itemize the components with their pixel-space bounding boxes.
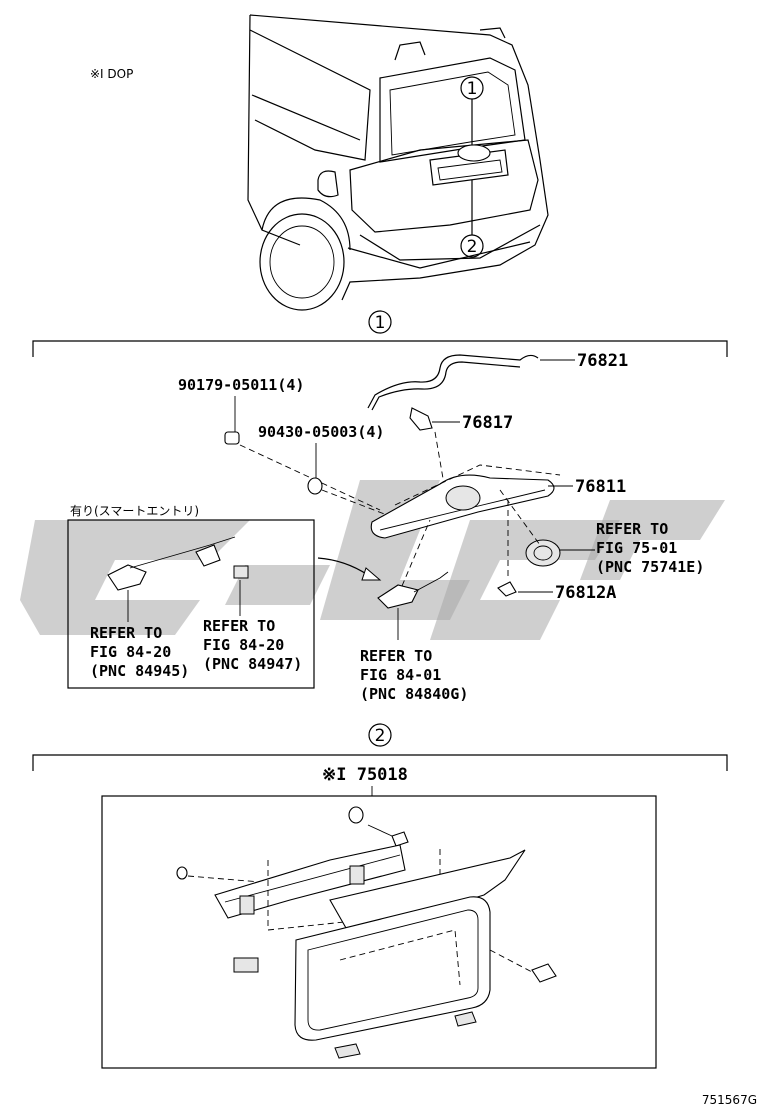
emblem	[525, 539, 561, 567]
svg-text:2: 2	[375, 726, 386, 746]
svg-text:REFER TO: REFER TO	[360, 647, 432, 665]
ref-a: REFER TO FIG 84-20 (PNC 84945)	[90, 624, 189, 680]
svg-text:1: 1	[467, 79, 478, 99]
vehicle-rear-illustration	[247, 14, 549, 311]
inset-title: 有り(スマートエントリ)	[70, 504, 199, 518]
part-76821-label: 76821	[577, 351, 628, 371]
ref-b: REFER TO FIG 84-20 (PNC 84947)	[203, 617, 302, 673]
svg-text:FIG 84-20: FIG 84-20	[203, 636, 284, 654]
pad-c	[334, 1043, 361, 1059]
part-75018-label: ※I 75018	[322, 765, 408, 785]
part-90179-label: 90179-05011(4)	[178, 376, 304, 394]
clip-76812a	[497, 581, 517, 597]
svg-text:(PNC 84947): (PNC 84947)	[203, 655, 302, 673]
switch-b	[233, 565, 249, 579]
section-1-callout	[368, 310, 392, 334]
svg-text:(PNC 75741E): (PNC 75741E)	[596, 558, 704, 576]
svg-text:(PNC 84840G): (PNC 84840G)	[360, 685, 468, 703]
screw-75018	[531, 963, 557, 983]
clip-76817	[409, 407, 433, 431]
pad-a	[233, 957, 259, 973]
svg-text:2: 2	[467, 237, 478, 257]
license-plate-frame	[294, 896, 491, 1041]
svg-text:REFER TO: REFER TO	[203, 617, 275, 635]
nut-75018	[348, 806, 364, 824]
pad-b	[454, 1011, 477, 1027]
section-1-bracket	[32, 340, 728, 357]
svg-text:REFER TO: REFER TO	[90, 624, 162, 642]
svg-text:REFER TO: REFER TO	[596, 520, 668, 538]
switch-assembly-c	[377, 584, 419, 609]
part-76817-label: 76817	[462, 413, 513, 433]
part-90430-label: 90430-05003(4)	[258, 423, 384, 441]
wire-76821	[367, 354, 539, 409]
ref-c: REFER TO FIG 84-01 (PNC 84840G)	[360, 647, 468, 703]
washer-90430	[307, 477, 323, 495]
section-2-callout	[368, 723, 392, 747]
watermark-logo	[20, 480, 725, 640]
ref-d: REFER TO FIG 75-01 (PNC 75741E)	[596, 520, 704, 576]
nut-90179	[224, 431, 240, 445]
part-76812a-label: 76812A	[555, 583, 616, 603]
part-76811-label: 76811	[575, 477, 626, 497]
section-2-bracket	[32, 754, 728, 771]
bracket-75018	[214, 844, 406, 919]
smart-entry-inset	[67, 519, 315, 689]
switch-assembly-a	[107, 564, 147, 591]
svg-text:FIG 84-01: FIG 84-01	[360, 666, 441, 684]
svg-text:1: 1	[375, 313, 386, 333]
svg-text:FIG 75-01: FIG 75-01	[596, 539, 677, 557]
svg-text:(PNC 84945): (PNC 84945)	[90, 662, 189, 680]
svg-text:FIG 84-20: FIG 84-20	[90, 643, 171, 661]
dop-note: ※I DOP	[90, 67, 133, 81]
license-frame-box	[101, 795, 657, 1069]
figure-code: 751567G	[702, 1093, 757, 1107]
